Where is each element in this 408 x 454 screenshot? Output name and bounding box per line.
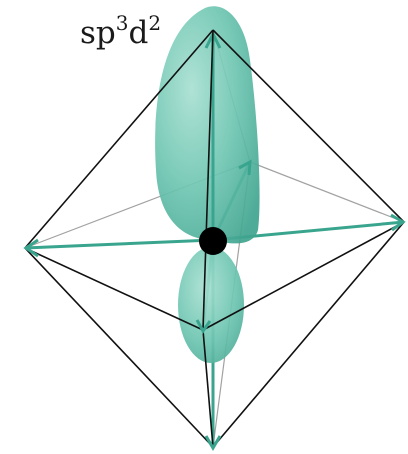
label-mid: d (128, 15, 149, 51)
large-orbital-lobe (155, 6, 260, 244)
label-superscript-1: 3 (115, 11, 129, 35)
octahedron-front-edges (24, 29, 405, 448)
small-orbital-lobe (178, 247, 244, 363)
hybridization-label: sp3d2 (80, 13, 161, 51)
axis-arrowheads (23, 159, 406, 451)
label-superscript-2: 2 (148, 11, 162, 35)
central-atom (199, 227, 227, 255)
label-base: sp (80, 15, 116, 51)
